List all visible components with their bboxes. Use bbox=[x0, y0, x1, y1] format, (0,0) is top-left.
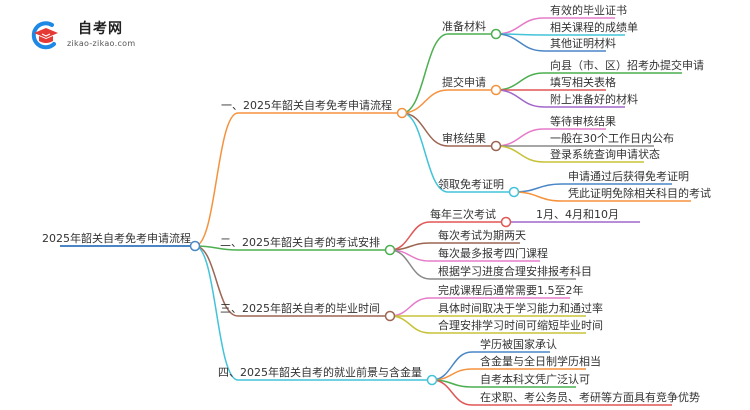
branch-4-child-3-label[interactable]: 自考本科文凭广泛认可 bbox=[480, 373, 590, 386]
branch-1-child-2-label[interactable]: 提交申请 bbox=[442, 76, 486, 89]
branch-3-child-3-connector bbox=[389, 315, 586, 334]
branch-3-child-2-label[interactable]: 具体时间取决于学习能力和通过率 bbox=[438, 302, 603, 315]
branch-4-child-4-connector bbox=[431, 379, 672, 406]
branch-1-child-2-leaf-3-label[interactable]: 附上准备好的材料 bbox=[550, 93, 638, 106]
branch-1-child-1-leaf-3-connector bbox=[495, 33, 606, 52]
branch-1-child-4-leaf-1-label[interactable]: 申请通过后获得免考证明 bbox=[568, 170, 689, 183]
branch-1-child-3-leaf-3-label[interactable]: 登录系统查询申请状态 bbox=[550, 148, 660, 161]
branch-4-child-1-label[interactable]: 学历被国家承认 bbox=[480, 338, 557, 351]
branch-4-connector bbox=[194, 245, 428, 381]
branch-1-child-1-node[interactable] bbox=[490, 28, 502, 40]
branch-1-child-1-leaf-1-label[interactable]: 有效的毕业证书 bbox=[550, 4, 627, 17]
branch-1-child-3-connector bbox=[401, 112, 492, 147]
branch-1-child-3-node[interactable] bbox=[490, 140, 502, 152]
branch-1-child-2-node[interactable] bbox=[490, 84, 502, 96]
branch-2-child-3-label[interactable]: 每次最多报考四门课程 bbox=[438, 247, 548, 260]
branch-2-connector bbox=[194, 245, 386, 251]
branch-3-child-3-label[interactable]: 合理安排学习时间可缩短毕业时间 bbox=[438, 319, 603, 332]
branch-1-child-3-leaf-1-label[interactable]: 等待审核结果 bbox=[550, 115, 616, 128]
branch-1-child-4-leaf-2-label[interactable]: 凭此证明免除相关科目的考试 bbox=[568, 187, 711, 200]
branch-3-node[interactable] bbox=[384, 310, 396, 322]
branch-1-child-4-connector bbox=[401, 112, 510, 193]
branch-2-label[interactable]: 二、2025年韶关自考的考试安排 bbox=[220, 236, 380, 249]
branch-2-child-1-leaf-1-label[interactable]: 1月、4月和10月 bbox=[536, 208, 619, 221]
branch-2-child-4-connector bbox=[389, 249, 576, 280]
graduation-cap-icon bbox=[31, 21, 58, 50]
branch-1-child-3-leaf-2-label[interactable]: 一般在30个工作日内公布 bbox=[550, 132, 674, 145]
branch-4-child-4-label[interactable]: 在求职、考公务员、考研等方面具有竞争优势 bbox=[480, 391, 700, 404]
branch-1-child-2-leaf-3-connector bbox=[495, 89, 625, 108]
branch-1-child-4-label[interactable]: 领取免考证明 bbox=[438, 178, 504, 191]
branch-1-child-1-leaf-3-label[interactable]: 其他证明材料 bbox=[550, 37, 616, 50]
branch-2-child-2-label[interactable]: 每次考试为期两天 bbox=[438, 229, 526, 242]
branch-1-label[interactable]: 一、2025年韶关自考免考申请流程 bbox=[221, 99, 392, 112]
branch-2-child-4-label[interactable]: 根据学习进度合理安排报考科目 bbox=[438, 265, 592, 278]
branch-1-child-3-label[interactable]: 审核结果 bbox=[442, 132, 486, 145]
root-node[interactable] bbox=[189, 240, 201, 252]
branch-1-child-2-leaf-2-label[interactable]: 填写相关表格 bbox=[550, 76, 616, 89]
branch-1-child-1-label[interactable]: 准备材料 bbox=[442, 20, 486, 33]
branch-2-node[interactable] bbox=[384, 244, 396, 256]
site-logo[interactable]: 自考网 zikao-zikao.com bbox=[30, 18, 150, 54]
branch-1-child-1-leaf-2-label[interactable]: 相关课程的成绩单 bbox=[550, 21, 638, 34]
logo-title: 自考网 bbox=[78, 21, 123, 37]
branch-2-child-1-node[interactable] bbox=[500, 216, 512, 228]
logo-url: zikao-zikao.com bbox=[67, 39, 136, 48]
branch-1-child-3-leaf-3-connector bbox=[495, 145, 644, 163]
root-node-label[interactable]: 2025年韶关自考免考申请流程 bbox=[42, 232, 191, 245]
branch-1-node[interactable] bbox=[396, 107, 408, 119]
branch-4-node[interactable] bbox=[426, 374, 438, 386]
branch-1-child-1-connector bbox=[401, 33, 492, 114]
branch-1-child-2-leaf-1-label[interactable]: 向县（市、区）招考办提交申请 bbox=[550, 59, 704, 72]
branch-1-connector bbox=[194, 112, 398, 247]
branch-3-child-1-label[interactable]: 完成课程后通常需要1.5至2年 bbox=[438, 284, 584, 297]
branch-2-child-1-label[interactable]: 每年三次考试 bbox=[430, 208, 496, 221]
branch-1-child-2-connector bbox=[401, 89, 492, 114]
branch-1-child-4-node[interactable] bbox=[508, 186, 520, 198]
branch-3-connector bbox=[194, 245, 386, 317]
branch-4-child-2-label[interactable]: 含金量与全日制学历相当 bbox=[480, 355, 601, 368]
branch-4-label[interactable]: 四、2025年韶关自考的就业前景与含金量 bbox=[218, 366, 422, 379]
branch-1-child-1-leaf-2-connector bbox=[495, 33, 625, 36]
branch-3-label[interactable]: 三、2025年韶关自考的毕业时间 bbox=[220, 302, 380, 315]
branch-1-child-4-leaf-2-connector bbox=[513, 191, 691, 202]
